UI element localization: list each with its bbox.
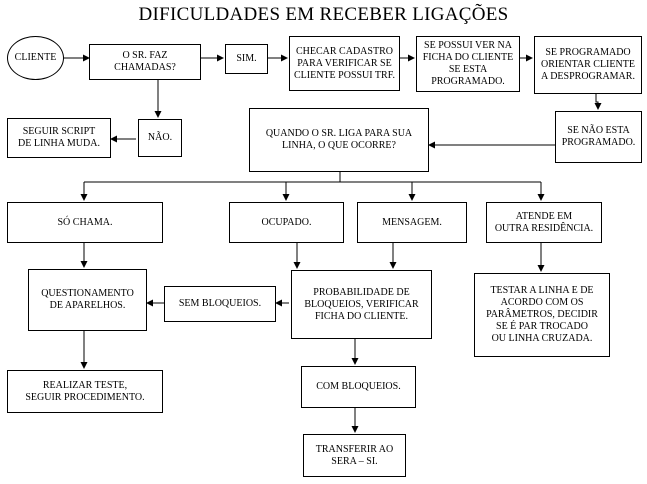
node-faz-chamadas: O SR. FAZ CHAMADAS?	[89, 44, 201, 80]
node-quando-liga: QUANDO O SR. LIGA PARA SUA LINHA, O QUE …	[249, 108, 429, 172]
node-mensagem: MENSAGEM.	[357, 202, 467, 243]
node-linha-muda: SEGUIR SCRIPT DE LINHA MUDA.	[7, 118, 111, 158]
node-ocupado: OCUPADO.	[229, 202, 344, 243]
node-nao: NÃO.	[138, 119, 182, 157]
node-probabilidade: PROBABILIDADE DE BLOQUEIOS, VERIFICAR FI…	[291, 270, 432, 339]
node-nao-programado: SE NÃO ESTA PROGRAMADO.	[555, 111, 642, 163]
node-se-programado: SE PROGRAMADO ORIENTAR CLIENTE A DESPROG…	[534, 36, 642, 94]
node-realizar-teste: REALIZAR TESTE, SEGUIR PROCEDIMENTO.	[7, 370, 163, 413]
node-cliente: CLIENTE	[7, 36, 64, 80]
node-sem-bloqueios: SEM BLOQUEIOS.	[164, 286, 276, 322]
node-com-bloqueios: COM BLOQUEIOS.	[301, 366, 416, 408]
node-so-chama: SÓ CHAMA.	[7, 202, 163, 243]
node-outra-residencia: ATENDE EM OUTRA RESIDÊNCIA.	[486, 202, 602, 243]
node-checar-cadastro: CHECAR CADASTRO PARA VERIFICAR SE CLIENT…	[289, 36, 400, 91]
node-questionamento: QUESTIONAMENTO DE APARELHOS.	[28, 269, 147, 331]
node-testar-linha: TESTAR A LINHA E DE ACORDO COM OS PARÂME…	[474, 273, 610, 357]
diagram-title: DIFICULDADES EM RECEBER LIGAÇÕES	[138, 4, 509, 25]
node-se-possui: SE POSSUI VER NA FICHA DO CLIENTE SE EST…	[416, 36, 520, 92]
node-transferir: TRANSFERIR AO SERA – SI.	[303, 434, 406, 477]
node-sim: SIM.	[225, 44, 268, 74]
